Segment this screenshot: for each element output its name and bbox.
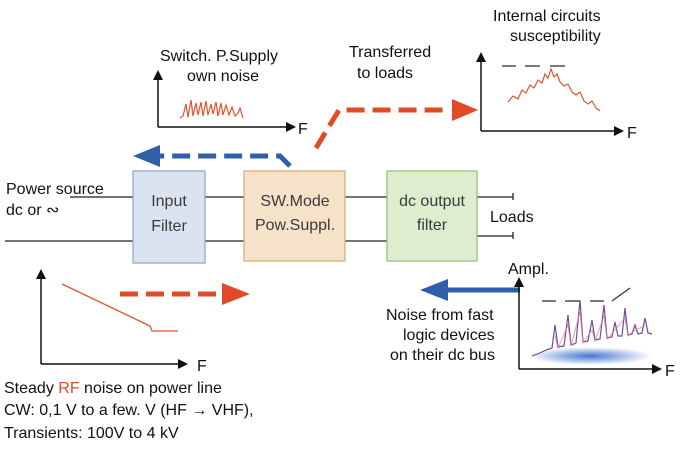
input-noise-arrow — [120, 283, 250, 305]
steady-prefix: Steady — [4, 380, 58, 397]
smps-noise-title-line1: Switch. P.Supply — [160, 48, 278, 65]
f-axis-label-2: F — [627, 125, 637, 142]
dc-filter-label-line2: filter — [417, 217, 448, 234]
power-lines — [5, 193, 514, 242]
logic-noise-label-line1: Noise from fast — [386, 307, 494, 324]
ampl-label: Ampl. — [508, 261, 549, 278]
logic-noise-label-line2: logic devices — [403, 327, 495, 344]
logic-noise-arrow — [420, 279, 520, 301]
susceptibility-chart: F Internal circuits susceptibility — [476, 8, 637, 142]
input-filter-label-line2: Filter — [151, 218, 187, 235]
smps-box — [243, 170, 346, 262]
smps-noise-title-line2: own noise — [187, 68, 259, 85]
smps-label-line1: SW.Mode — [260, 193, 329, 210]
smps-block: SW.Mode Pow.Suppl. — [243, 170, 346, 262]
input-filter-block: Input Filter — [132, 170, 206, 264]
f-axis-label-4: F — [665, 363, 675, 380]
susceptibility-title-line2: susceptibility — [510, 28, 601, 45]
f-axis-label-1: F — [298, 121, 308, 138]
transferred-label-line1: Transferred — [349, 44, 431, 61]
dc-filter-label-line1: dc output — [399, 193, 465, 210]
susceptibility-title-line1: Internal circuits — [493, 8, 601, 25]
power-source-label-line1: Power source — [6, 181, 104, 198]
power-source-label-line2: dc or ∾ — [6, 202, 59, 219]
rf-highlight: RF — [58, 380, 80, 397]
cw-caption: CW: 0,1 V to a few. V (HF → VHF), — [4, 402, 254, 419]
f-axis-label-3: F — [197, 358, 207, 375]
transferred-label-line2: to loads — [357, 65, 413, 82]
dc-output-filter-box — [386, 170, 478, 262]
power-line-noise-chart: F — [36, 269, 207, 375]
input-filter-box — [132, 170, 206, 264]
smps-noise-spectrum — [179, 99, 244, 119]
logic-noise-floor — [528, 347, 652, 365]
smps-label-line2: Pow.Suppl. — [255, 217, 335, 234]
input-filter-label-line1: Input — [151, 193, 187, 210]
loads-label: Loads — [490, 209, 534, 226]
transients-caption: Transients: 100V to 4 kV — [4, 425, 179, 442]
steady-noise-caption: Steady RF noise on power line — [4, 380, 222, 397]
dc-output-filter-block: dc output filter — [386, 170, 478, 262]
transferred-arrow — [313, 99, 478, 150]
steady-suffix: noise on power line — [80, 380, 222, 397]
logic-noise-label-line3: on their dc bus — [390, 347, 495, 364]
susceptibility-spectrum — [507, 67, 601, 112]
logic-noise-chart: F Ampl. — [508, 261, 675, 380]
power-line-noise-trend — [61, 283, 178, 332]
smps-noise-chart: F Switch. P.Supply own noise — [153, 48, 308, 138]
back-to-input-arrow — [133, 145, 292, 168]
